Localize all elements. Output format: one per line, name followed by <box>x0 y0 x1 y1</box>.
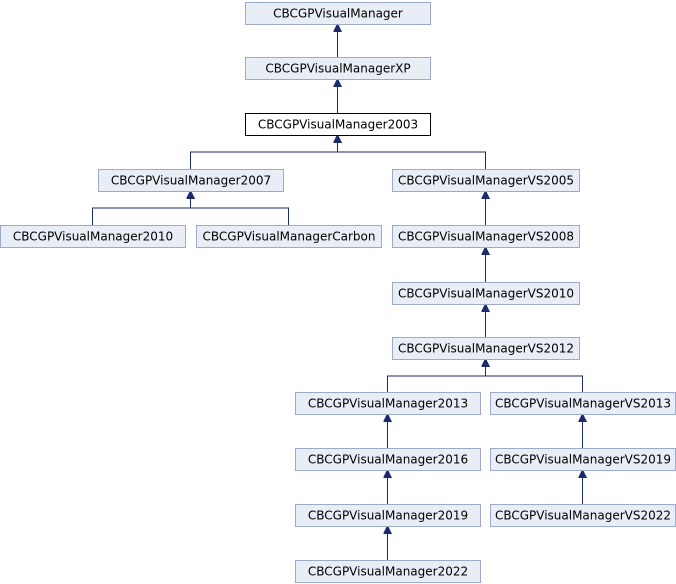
class-node-label-carbon: CBCGPVisualManagerCarbon <box>203 230 376 244</box>
class-node-label-m2022: CBCGPVisualManager2022 <box>308 565 468 579</box>
class-node-vs2012[interactable]: CBCGPVisualManagerVS2012 <box>392 337 580 360</box>
class-node-vs2022[interactable]: CBCGPVisualManagerVS2022 <box>490 504 676 527</box>
class-node-box-m2010 <box>0 225 186 248</box>
class-node-box-m2013 <box>295 392 481 415</box>
class-node-label-vs2012: CBCGPVisualManagerVS2012 <box>398 342 574 356</box>
class-node-m2007[interactable]: CBCGPVisualManager2007 <box>98 169 284 192</box>
class-node-label-vs2008: CBCGPVisualManagerVS2008 <box>398 230 574 244</box>
class-node-vs2019[interactable]: CBCGPVisualManagerVS2019 <box>490 448 676 471</box>
class-node-label-m2019: CBCGPVisualManager2019 <box>308 509 468 523</box>
class-node-box-vs2005 <box>392 169 580 192</box>
class-node-label-xp: CBCGPVisualManagerXP <box>265 62 410 76</box>
edge-carbon-to-m2007 <box>191 192 289 225</box>
class-node-m2016[interactable]: CBCGPVisualManager2016 <box>295 448 481 471</box>
class-node-box-m2003 <box>245 113 431 136</box>
class-node-xp[interactable]: CBCGPVisualManagerXP <box>245 57 431 80</box>
class-node-vs2010[interactable]: CBCGPVisualManagerVS2010 <box>392 282 580 305</box>
class-node-label-vs2010: CBCGPVisualManagerVS2010 <box>398 287 574 301</box>
edges-layer <box>92 25 583 560</box>
class-node-vm[interactable]: CBCGPVisualManager <box>245 2 431 25</box>
class-node-box-vs2010 <box>392 282 580 305</box>
class-node-box-m2016 <box>295 448 481 471</box>
class-node-label-vs2005: CBCGPVisualManagerVS2005 <box>398 174 574 188</box>
class-node-box-m2019 <box>295 504 481 527</box>
class-node-box-m2022 <box>295 560 481 583</box>
class-node-box-vs2008 <box>392 225 580 248</box>
class-node-box-xp <box>245 57 431 80</box>
class-node-m2003: CBCGPVisualManager2003 <box>245 113 431 136</box>
class-node-carbon[interactable]: CBCGPVisualManagerCarbon <box>196 225 382 248</box>
edge-m2013-to-vs2012 <box>387 360 486 392</box>
edge-vs2013-to-vs2012 <box>486 360 583 392</box>
class-node-label-vm: CBCGPVisualManager <box>273 7 403 21</box>
edge-vs2005-to-m2003 <box>338 136 486 169</box>
class-node-vs2005[interactable]: CBCGPVisualManagerVS2005 <box>392 169 580 192</box>
class-node-label-vs2013: CBCGPVisualManagerVS2013 <box>495 397 671 411</box>
class-node-label-m2007: CBCGPVisualManager2007 <box>111 174 271 188</box>
class-node-box-m2007 <box>98 169 284 192</box>
edge-m2007-to-m2003 <box>190 136 338 169</box>
class-node-box-carbon <box>196 225 382 248</box>
class-node-label-m2003: CBCGPVisualManager2003 <box>258 118 418 132</box>
class-node-label-m2016: CBCGPVisualManager2016 <box>308 453 468 467</box>
class-node-m2022[interactable]: CBCGPVisualManager2022 <box>295 560 481 583</box>
class-node-vs2013[interactable]: CBCGPVisualManagerVS2013 <box>490 392 676 415</box>
class-node-box-vm <box>245 2 431 25</box>
edge-m2010-to-m2007 <box>92 192 191 225</box>
class-node-m2019[interactable]: CBCGPVisualManager2019 <box>295 504 481 527</box>
class-node-box-vs2012 <box>392 337 580 360</box>
class-node-label-m2013: CBCGPVisualManager2013 <box>308 397 468 411</box>
class-node-label-m2010: CBCGPVisualManager2010 <box>13 230 173 244</box>
class-node-vs2008[interactable]: CBCGPVisualManagerVS2008 <box>392 225 580 248</box>
class-node-m2013[interactable]: CBCGPVisualManager2013 <box>295 392 481 415</box>
class-node-label-vs2019: CBCGPVisualManagerVS2019 <box>495 453 671 467</box>
class-node-m2010[interactable]: CBCGPVisualManager2010 <box>0 225 186 248</box>
class-node-label-vs2022: CBCGPVisualManagerVS2022 <box>495 509 671 523</box>
